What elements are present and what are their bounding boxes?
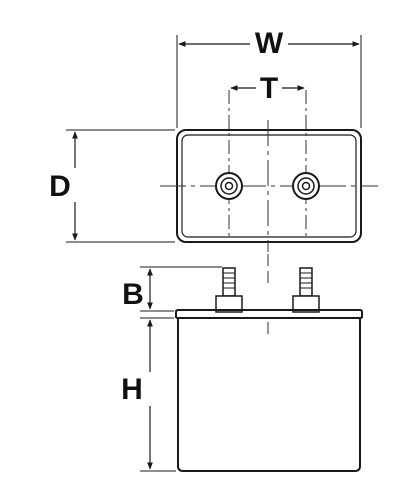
height-label: H: [121, 373, 143, 406]
width-dimension: W: [176, 26, 362, 128]
side-view: [175, 267, 363, 472]
terminal-height-dimension: B: [122, 266, 222, 312]
side-view-lid: [175, 309, 363, 318]
left-terminal-stud: [215, 267, 243, 313]
height-dimension: H: [117, 317, 176, 472]
terminal-spacing-dimension: T: [230, 72, 305, 105]
depth-dimension: D: [44, 129, 175, 243]
depth-label: D: [49, 170, 71, 203]
terminal-spacing-label: T: [260, 72, 278, 105]
right-terminal-top: [292, 172, 320, 200]
width-label: W: [255, 27, 284, 60]
terminal-height-label: B: [122, 278, 144, 311]
side-view-body: [177, 317, 361, 472]
top-view: [160, 90, 378, 252]
left-terminal-top: [215, 172, 243, 200]
right-terminal-stud: [292, 267, 320, 313]
